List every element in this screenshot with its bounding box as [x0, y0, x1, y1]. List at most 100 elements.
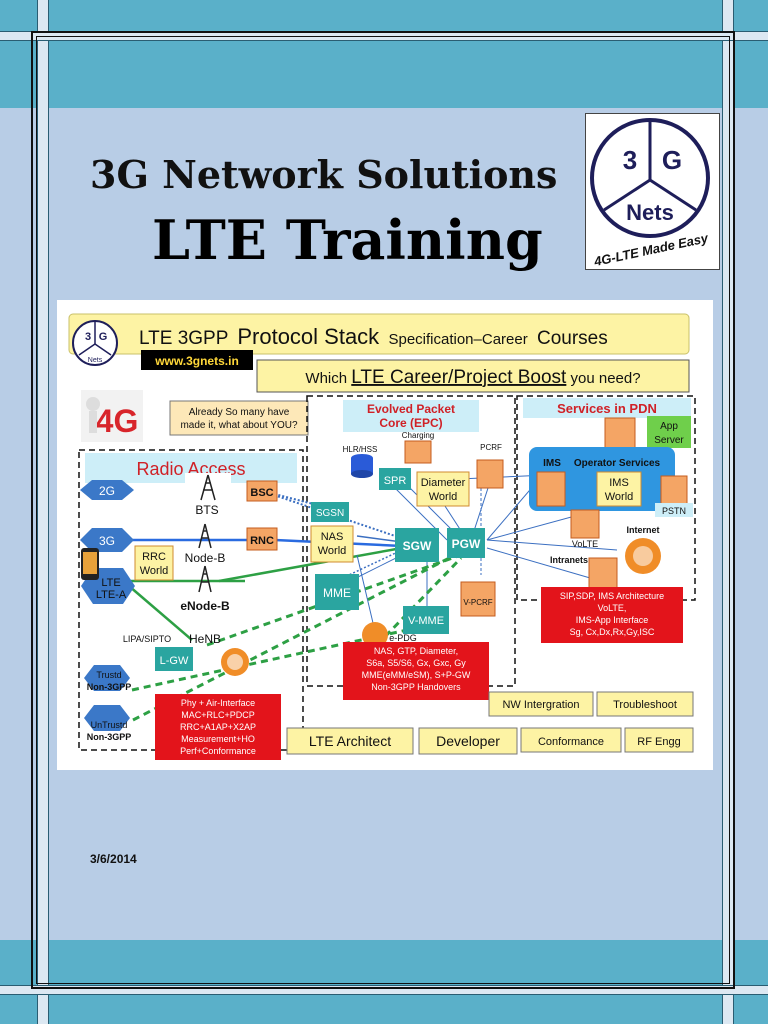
volte-label: VoLTE: [572, 539, 598, 549]
phy-topics-box: [155, 694, 281, 760]
ims-topic-1: SIP,SDP, IMS Architecture: [560, 591, 664, 601]
untrusted-node: [84, 705, 130, 731]
promo-line1: Already So many have: [189, 407, 290, 418]
trusted-line2: Non-3GPP: [87, 682, 132, 692]
intranet-server-icon: [588, 557, 618, 591]
career-conformance: [520, 727, 622, 753]
cover-title: LTE Training: [152, 208, 543, 272]
rrc-world-box: [134, 545, 174, 581]
hlr-label: HLR/HSS: [343, 445, 378, 454]
app-server-box: [647, 416, 691, 448]
phy-topic-2: MAC+RLC+PDCP: [181, 710, 255, 720]
sgw-node: [395, 528, 439, 562]
pdn-title: Services in PDN: [557, 401, 657, 416]
banner-part4: Courses: [537, 328, 608, 349]
epdg-globe-icon: [362, 622, 388, 648]
pstn-label: PSTN: [662, 506, 686, 516]
epc-header: [343, 400, 479, 432]
epc-title-line1: Evolved Packet: [367, 402, 455, 416]
lte-diagram: 3 G Nets LTE 3GPP Protocol Stack Specifi…: [57, 300, 713, 770]
epc-topic-1: NAS, GTP, Diameter,: [374, 646, 458, 656]
sgsn-node: [311, 502, 349, 522]
nodeb-label: Node-B: [185, 551, 226, 565]
pgw-node: [447, 528, 485, 558]
diameter-world-line2: World: [429, 491, 458, 503]
epc-topic-4: Non-3GPP Handovers: [371, 682, 461, 692]
bsc-label: BSC: [250, 487, 273, 499]
document-date: 3/6/2014: [90, 852, 137, 866]
career-lte-architect-label: LTE Architect: [309, 733, 391, 749]
bsc-box: [246, 480, 278, 502]
top-band: [0, 0, 768, 108]
ims-topic-3: IMS-App Interface: [576, 615, 649, 625]
career-nw-integration-label: NW Intergration: [502, 699, 579, 711]
lipa-label: LIPA/SIPTO: [123, 634, 171, 644]
vpcrf-server-icon: [460, 581, 496, 617]
promo-line2: made it, what about YOU?: [180, 420, 298, 431]
ims-server-icon: [536, 471, 566, 507]
ims-topic-2: VoLTE,: [598, 603, 627, 613]
vpcrf-label: V-PCRF: [463, 598, 492, 607]
rnc-box: [246, 527, 278, 551]
lte-a-label: LTE-A: [96, 589, 127, 601]
charging-server-icon: [404, 440, 432, 464]
intranets-label: Intranets: [550, 555, 588, 565]
2g-node: [80, 480, 134, 500]
banner-part1: LTE 3GPP: [139, 328, 228, 349]
career-conformance-label: Conformance: [538, 736, 604, 748]
bottom-band: [0, 940, 768, 1024]
epc-topic-3: MME(eMM/eSM), S+P-GW: [362, 670, 471, 680]
phy-topic-5: Perf+Conformance: [180, 746, 256, 756]
career-nw-integration: [488, 691, 594, 717]
question-pre: Which: [305, 370, 347, 387]
untrusted-line2: Non-3GPP: [87, 732, 132, 742]
enodeb-tower-icon: [198, 565, 212, 593]
career-troubleshoot: [596, 691, 694, 717]
banner-part3: Specification–Career: [388, 331, 527, 348]
career-troubleshoot-label: Troubleshoot: [613, 699, 677, 711]
person-icon: [86, 397, 100, 411]
phy-topic-4: Measurement+HO: [181, 734, 255, 744]
enodeb-label: eNode-B: [180, 599, 230, 613]
pdn-header: [523, 398, 691, 418]
mme-label: MME: [323, 586, 351, 600]
question-mid: LTE Career/Project Boost: [351, 367, 567, 388]
diameter-world-line1: Diameter: [421, 477, 466, 489]
ims-topic-4: Sg, Cx,Dx,Rx,Gy,ISC: [570, 627, 655, 637]
bts-tower-icon: [185, 473, 231, 503]
banner-logo-right: G: [99, 331, 108, 343]
3g-node: [80, 528, 134, 552]
diameter-world-box: [416, 471, 470, 507]
epdg-label: e-PDG: [389, 633, 417, 643]
career-lte-architect: [286, 727, 414, 755]
app-server-line1: App: [660, 421, 678, 432]
lgw-label: L-GW: [160, 655, 189, 667]
mme-node: [315, 574, 359, 610]
rrc-world-line1: RRC: [142, 551, 166, 563]
pcrf-label: PCRF: [480, 443, 502, 452]
nas-world-line2: World: [318, 545, 347, 557]
banner-logo-name: Nets: [88, 357, 103, 364]
nas-world-box: [310, 525, 354, 563]
company-logo: 3 G Nets 4G-LTE Made Easy: [585, 113, 720, 270]
nas-world-line1: NAS: [321, 531, 344, 543]
epc-title-line2: Core (EPC): [379, 416, 442, 430]
promo-box: [169, 400, 309, 436]
ims-label: IMS: [543, 458, 561, 469]
lgw-node: [155, 647, 193, 671]
spr-label: SPR: [384, 475, 407, 487]
phy-topic-1: Phy + Air-Interface: [181, 698, 255, 708]
pstn-server-icon: [660, 475, 688, 507]
logo-right-text: G: [662, 145, 682, 175]
hlr-database-icon: [351, 458, 373, 474]
vmme-node: [403, 606, 449, 634]
website-box: [141, 350, 253, 370]
epc-topic-2: S6a, S5/S6, Gx, Gxc, Gy: [366, 658, 466, 668]
career-developer: [418, 727, 518, 755]
ims-world-box: [596, 471, 642, 507]
app-server-line2: Server: [654, 435, 684, 446]
pstn-box: [655, 503, 693, 517]
logo-left-text: 3: [623, 145, 637, 175]
bottom-stripe: [0, 985, 768, 995]
epc-topics-box: [343, 642, 489, 700]
